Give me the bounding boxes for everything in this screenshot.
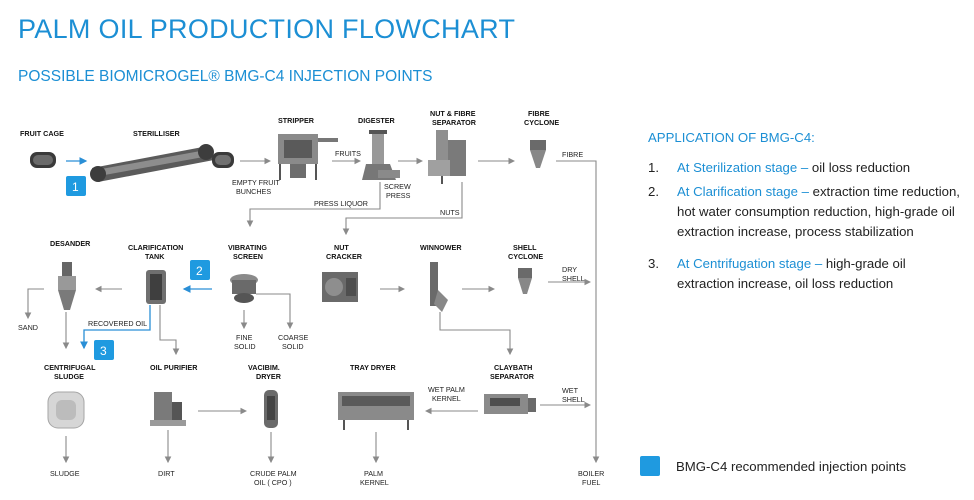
palm-kernel-label-1: PALM [364,469,383,478]
desander-label: DESANDER [50,239,91,248]
shell-cyclone-label-2: CYCLONE [508,252,543,261]
centrifugal-sludge-machine [47,391,85,429]
injection-badge-1: 1 [66,176,86,196]
screw-press-label-1: SCREW [384,182,411,191]
tray-dryer-label: TRAY DRYER [350,363,396,372]
application-item-stage: At Clarification stage – [677,184,809,199]
recovered-oil-label: RECOVERED OIL [88,319,147,328]
vacuum-dryer-label-1: VACIBIM. [248,363,280,372]
centrifugal-sludge-label-2: SLUDGE [54,372,84,381]
dry-shell-label-1: DRY [562,265,577,274]
nut-fibre-separator-machine [428,130,466,184]
nuts-label: NUTS [440,208,460,217]
dirt-output-label: DIRT [158,469,175,478]
sand-label: SAND [18,323,38,332]
application-item-number: 3. [648,256,659,271]
wet-palm-kernel-label-2: KERNEL [432,394,461,403]
legend-label: BMG-C4 recommended injection points [676,458,907,474]
injection-badge-2: 2 [190,260,210,280]
svg-text:1: 1 [72,180,79,194]
clarification-tank-label-1: CLARIFICATION [128,243,183,252]
legend-swatch [640,456,660,476]
oil-purifier-label: OIL PURIFIER [150,363,198,372]
vibrating-screen-label-2: SCREEN [233,252,263,261]
fibre-label: FIBRE [562,150,583,159]
shell-cyclone-label-1: SHELL [513,243,537,252]
wet-shell-label-2: SHELL [562,395,585,404]
vacuum-dryer-machine [264,390,278,428]
claybath-separator-machine [484,394,536,414]
shell-cyclone-machine [518,268,532,294]
fibre-cyclone-machine [530,140,546,168]
vibrating-screen-label-1: VIBRATING [228,243,267,252]
digester-label: DIGESTER [358,116,396,125]
svg-text:2: 2 [196,264,203,278]
page-title: PALM OIL PRODUCTION FLOWCHART [18,14,516,44]
vibrating-screen-machine [230,274,258,303]
flowchart-diagram: FRUIT CAGE STERILLISER STRIPPER DIGESTER… [18,109,604,487]
palm-kernel-label-2: KERNEL [360,478,389,487]
digester-machine [362,130,400,180]
nut-cracker-machine [322,272,358,302]
stripper-label: STRIPPER [278,116,315,125]
svg-text:3: 3 [100,344,107,358]
application-title: APPLICATION OF BMG-C4: [648,130,815,145]
nut-fibre-separator-label-2: SEPARATOR [432,118,477,127]
boiler-fuel-label-1: BOILER [578,469,604,478]
fruits-label: FRUITS [335,149,361,158]
page-subtitle: POSSIBLE BIOMICROGEL® BMG-C4 INJECTION P… [18,68,433,85]
fruit-cage-label: FRUIT CAGE [20,129,64,138]
fibre-cyclone-label-1: FIBRE [528,109,550,118]
coarse-solid-label-2: SOLID [282,342,304,351]
application-item-number: 1. [648,160,659,175]
application-item-2: 2. At Clarification stage – extraction t… [648,182,963,242]
flow-lines [24,157,600,464]
clarification-tank-machine [146,270,166,304]
nut-cracker-label-2: CRACKER [326,252,363,261]
fine-solid-label-1: FINE [236,333,253,342]
winnower-label: WINNOWER [420,243,462,252]
crude-palm-oil-label-2: OIL ( CPO ) [254,478,292,487]
sterilliser-machine [90,144,234,182]
claybath-separator-label-1: CLAYBATH [494,363,532,372]
fibre-cyclone-label-2: CYCLONE [524,118,559,127]
application-item-stage: At Centrifugation stage – [677,256,823,271]
wet-palm-kernel-label-1: WET PALM [428,385,465,394]
empty-fruit-label-2: BUNCHES [236,187,271,196]
injection-badge-3: 3 [94,340,114,360]
desander-machine [58,262,76,310]
application-item-text: high-grade oil extraction increase, oil … [677,256,906,291]
application-item-text: extraction time reduction, hot water con… [677,184,960,239]
stripper-machine [278,134,338,180]
application-item-3: 3. At Centrifugation stage – high-grade … [648,254,963,294]
nut-cracker-label-1: NUT [334,243,349,252]
nut-fibre-separator-label-1: NUT & FIBRE [430,109,476,118]
clarification-tank-label-2: TANK [145,252,165,261]
crude-palm-oil-label-1: CRUDE PALM [250,469,297,478]
application-item-number: 2. [648,184,659,199]
boiler-fuel-label-2: FUEL [582,478,600,487]
application-item-1: 1. At Sterilization stage – oil loss red… [648,158,963,178]
tray-dryer-machine [338,392,414,430]
wet-shell-label-1: WET [562,386,579,395]
centrifugal-sludge-label-1: CENTRIFUGAL [44,363,96,372]
vacuum-dryer-label-2: DRYER [256,372,282,381]
press-liquor-label: PRESS LIQUOR [314,199,368,208]
dry-shell-label-2: SHELL [562,274,585,283]
fruit-cage-machine [30,152,56,168]
application-panel: APPLICATION OF BMG-C4: 1. At Sterilizati… [648,128,963,298]
winnower-machine [430,262,448,312]
screw-press-label-2: PRESS [386,191,411,200]
application-item-stage: At Sterilization stage – [677,160,809,175]
claybath-separator-label-2: SEPARATOR [490,372,535,381]
empty-fruit-label-1: EMPTY FRUIT [232,178,280,187]
application-item-text: oil loss reduction [811,160,911,175]
legend: BMG-C4 recommended injection points [640,456,906,476]
coarse-solid-label-1: COARSE [278,333,309,342]
sludge-output-label: SLUDGE [50,469,80,478]
oil-purifier-machine [150,392,186,426]
fine-solid-label-2: SOLID [234,342,256,351]
sterilliser-label: STERILLISER [133,129,181,138]
